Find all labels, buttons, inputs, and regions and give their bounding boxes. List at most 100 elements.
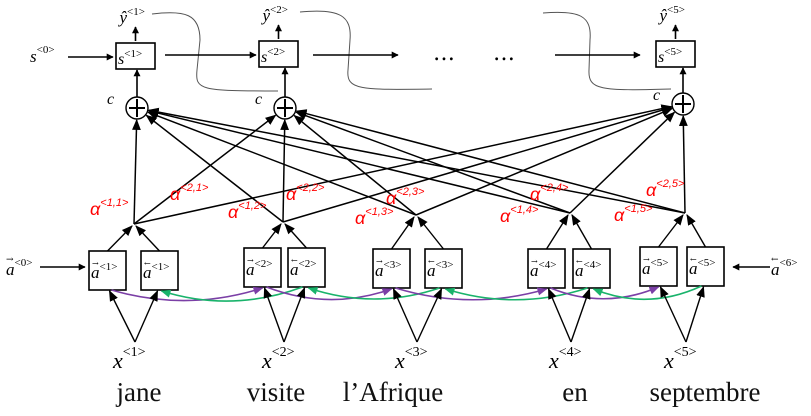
- attention-weight-label-base: α: [355, 208, 366, 228]
- input-to-backward-arrow: [685, 285, 705, 343]
- backward-direction-accent: ←: [576, 257, 583, 266]
- backward-activation-label-base: a: [290, 260, 299, 279]
- attention-weight-label-base: α: [90, 199, 101, 219]
- decoder-state-label-base: s: [118, 51, 124, 68]
- attention-weight-label: α<1,2>: [228, 200, 267, 222]
- decoder: s<1>ŷ<1>cs<2>ŷ<2>cs<5>ŷ<5>c: [107, 4, 696, 120]
- context-label: c: [107, 91, 114, 108]
- forward-direction-accent: →: [531, 257, 538, 266]
- attention-weight-label-superscript: <2,2>: [296, 182, 325, 194]
- input-token-label-base: x: [548, 348, 559, 373]
- backward-to-attention-arrow: [686, 214, 707, 248]
- forward-activation-4: a<4>→: [527, 214, 569, 289]
- backward-recurrence-arc: [444, 287, 588, 301]
- decoder-state-label: s<1>: [118, 48, 142, 68]
- feedback-curve-1: [151, 12, 279, 92]
- attention-line-h4-to-c2: [295, 111, 571, 214]
- context-label: c: [255, 91, 262, 108]
- backward-direction-accent: ←: [144, 259, 151, 268]
- backward-activation-box: [287, 247, 326, 288]
- ellipsis-1: …: [433, 41, 455, 66]
- input-token-label-base: x: [663, 348, 674, 373]
- encoder: a<1>→a<1>←a<2>→a<2>←a<3>→a<3>←a<4>→a<4>←…: [88, 214, 725, 291]
- forward-activation-label-superscript: <3>: [384, 259, 402, 271]
- context-label: c: [653, 87, 660, 104]
- backward-recurrence-arc: [160, 286, 303, 302]
- forward-activation-label: a<1>: [91, 261, 117, 282]
- input-to-forward-arrow: [547, 287, 572, 343]
- backward-activation-label-superscript: <4>: [584, 259, 602, 271]
- decoder-state-label-base: s: [261, 49, 267, 66]
- backward-to-attention-arrow: [135, 225, 161, 252]
- forward-activation-box: [243, 247, 282, 288]
- input-word: jane: [116, 377, 162, 407]
- forward-direction-accent: →: [643, 255, 650, 264]
- attention-weight-label-base: α: [286, 184, 297, 204]
- backward-arrow-accent: ←: [771, 255, 779, 265]
- inputs: x<1> jane x<2> visite x<3>l’Afrique x<4> en x<5…: [108, 285, 760, 407]
- forward-recurrence-arc: [395, 287, 548, 301]
- input-token-label: x<4>: [548, 345, 582, 373]
- decoder-state-box: [115, 42, 156, 70]
- forward-activation-box: [88, 250, 127, 291]
- backward-to-attention-arrow: [417, 216, 445, 250]
- decoder-state-label-superscript: <2>: [267, 46, 285, 58]
- attention-line-h4-to-c5: [569, 111, 676, 214]
- backward-activation-label: a<4>: [575, 259, 601, 280]
- output-label: ŷ<2>: [261, 4, 288, 25]
- attention-weight-label: α<1,3>: [355, 206, 394, 228]
- backward-activation-label: a<3>: [427, 259, 453, 280]
- backward-activation-box: [424, 248, 463, 289]
- attention-weight-label: α<2,1>: [170, 182, 209, 204]
- forward-activation-2: a<2>→: [243, 223, 282, 288]
- encoder-step-3: a<3>→a<3>←: [372, 216, 463, 289]
- decoder-arrows: [68, 51, 641, 61]
- input-3: x<3>l’Afrique: [343, 287, 443, 407]
- forward-activation-label-base: a: [642, 259, 651, 278]
- attention-line-h2-to-c5: [282, 105, 673, 223]
- feedback-curves: [151, 10, 672, 92]
- attention-line-h4-to-c1: [147, 108, 571, 214]
- backward-activation-label-base: a: [427, 261, 436, 280]
- backward-initial-label: a<6>: [771, 257, 797, 279]
- input-to-forward-arrow: [659, 286, 687, 343]
- input-token-label: x<2>: [261, 345, 295, 373]
- input-5: x<5>septembre: [650, 285, 760, 407]
- attention-line-h1-to-c2: [133, 114, 277, 225]
- backward-activation-label: a<5>: [689, 257, 715, 278]
- decoder-state-box: [655, 40, 696, 68]
- output-label-superscript: <1>: [127, 6, 145, 18]
- recurrence-arcs: [111, 285, 702, 302]
- forward-activation-3: a<3>→: [372, 216, 415, 289]
- output-label-base: ŷ: [261, 6, 271, 25]
- attention-line-h1-to-c5: [133, 104, 673, 225]
- attention-weight-label-base: α: [170, 184, 181, 204]
- forward-activation-label: a<4>: [530, 259, 556, 280]
- attention-weight-label-base: α: [646, 180, 657, 200]
- encoder-step-2: a<2>→a<2>←: [243, 223, 326, 288]
- input-to-forward-arrow: [392, 287, 418, 343]
- input-token-label-superscript: <3>: [405, 345, 428, 360]
- input-word: en: [562, 377, 588, 407]
- attention-weight-label-superscript: <1,1>: [100, 197, 129, 209]
- attention-weight-label: α<2,4>: [530, 182, 569, 204]
- input-word: visite: [247, 377, 306, 407]
- attention-weight-label-base: α: [386, 188, 397, 208]
- backward-activation-label-superscript: <3>: [436, 259, 454, 271]
- input-token-label: x<1>: [112, 345, 146, 373]
- backward-to-attention-arrow: [571, 214, 593, 250]
- backward-activation-3: a<3>←: [417, 216, 463, 289]
- feedback-curve-3: [542, 11, 672, 91]
- forward-recurrence-arc: [111, 286, 264, 302]
- forward-activation-label-base: a: [375, 261, 384, 280]
- decoder-state-label-superscript: <5>: [664, 46, 682, 58]
- decoder-step-5: s<5>ŷ<5>c: [653, 4, 696, 116]
- backward-activation-2: a<2>←: [284, 223, 326, 288]
- forward-activation-box: [372, 248, 411, 289]
- attention-line-h3-to-c1: [147, 111, 417, 216]
- input-token-label: x<5>: [663, 345, 697, 373]
- forward-activation-label-base: a: [246, 260, 255, 279]
- backward-direction-accent: ←: [690, 255, 697, 264]
- attention-weight-label-superscript: <1,4>: [510, 204, 539, 216]
- forward-to-attention-arrow: [545, 214, 569, 250]
